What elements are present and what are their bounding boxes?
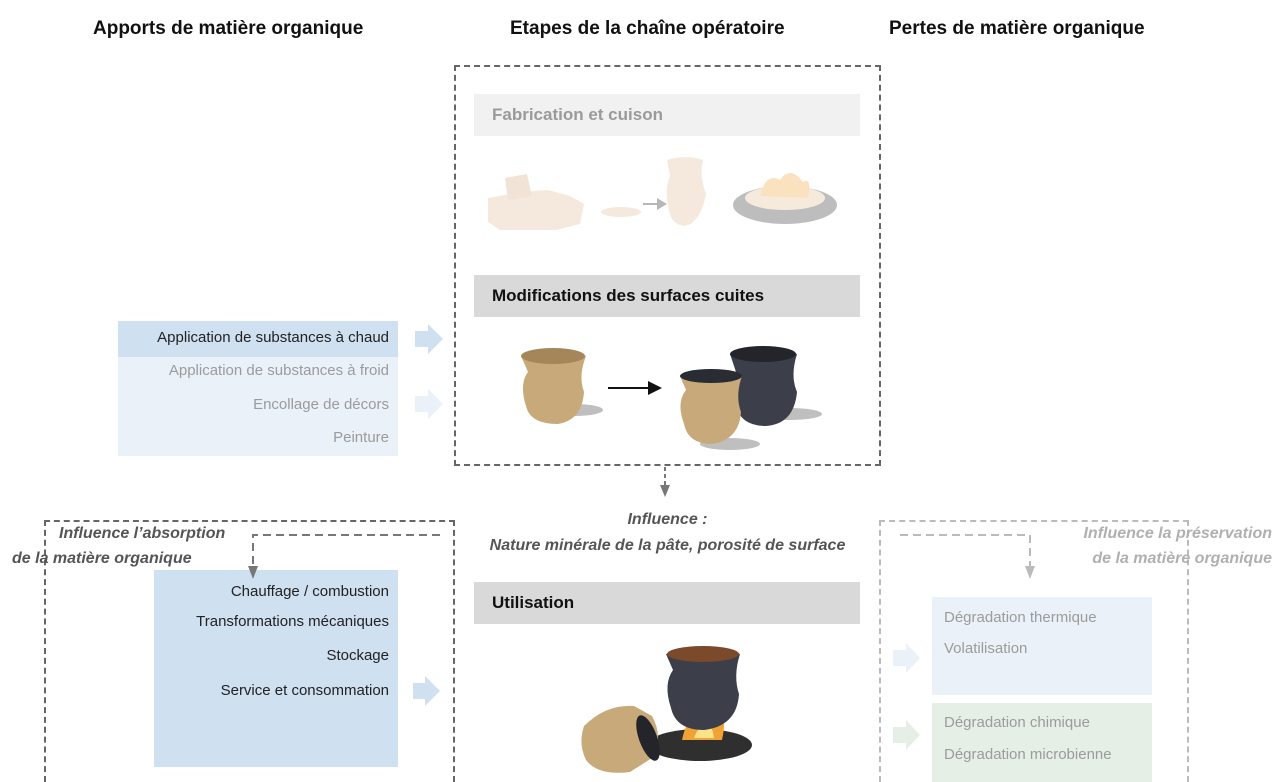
use-input-item: Chauffage / combustion bbox=[230, 583, 389, 600]
process-arrowhead-icon bbox=[657, 198, 667, 210]
use-input-item: Stockage bbox=[326, 647, 389, 664]
loss-chemical-panel bbox=[932, 703, 1152, 782]
tan-pot-rim bbox=[521, 348, 585, 364]
loss-thermal-panel bbox=[932, 597, 1152, 695]
tan-pot-dark-interior-icon bbox=[680, 371, 742, 444]
use-input-item: Transformations mécaniques bbox=[196, 613, 389, 630]
preservation-arrowhead-icon bbox=[1025, 566, 1035, 579]
fallen-pot-mouth bbox=[636, 715, 660, 761]
header-stages: Etapes de la chaîne opératoire bbox=[510, 18, 785, 39]
header-inputs: Apports de matière organique bbox=[93, 18, 364, 39]
influence-center-line2: Nature minérale de la pâte, porosité de … bbox=[489, 537, 846, 554]
raw-pot-icon bbox=[666, 157, 706, 226]
stage-use: Utilisation bbox=[474, 582, 860, 624]
arrow-cold-substances-icon bbox=[415, 389, 443, 419]
firing-pit-inner bbox=[745, 186, 825, 210]
center-arrowhead-icon bbox=[660, 485, 670, 497]
arrow-thermal-loss-icon bbox=[893, 643, 920, 673]
flame-inner-icon bbox=[694, 727, 714, 738]
surface-input-item: Peinture bbox=[333, 429, 389, 446]
clay-block-icon bbox=[488, 190, 584, 230]
flame-icon bbox=[760, 172, 810, 198]
influence-center-line1: Influence : bbox=[627, 511, 708, 528]
modification-arrowhead-icon bbox=[648, 381, 662, 395]
surface-input-item: Application de substances à chaud bbox=[157, 329, 389, 346]
tan-pot-icon bbox=[521, 350, 586, 424]
clay-lump-icon bbox=[505, 174, 532, 200]
loss-item: Dégradation microbienne bbox=[944, 746, 1112, 763]
arrow-chemical-loss-icon bbox=[893, 720, 920, 750]
preservation-connector bbox=[900, 534, 1031, 566]
loss-item: Dégradation thermique bbox=[944, 609, 1097, 626]
cooking-pot-icon bbox=[666, 647, 740, 730]
influence-preservation-line1: Influence la préservation bbox=[1083, 525, 1272, 542]
header-losses: Pertes de matière organique bbox=[889, 18, 1145, 39]
losses-frame bbox=[879, 520, 1189, 782]
influence-absorption-line2: de la matière organique bbox=[12, 550, 192, 567]
influence-absorption-line1: Influence l’absorption bbox=[59, 525, 226, 542]
surface-input-item: Application de substances à froid bbox=[168, 362, 389, 379]
absorption-arrowhead-icon bbox=[248, 566, 258, 579]
tan-pot-dark-rim bbox=[680, 369, 742, 383]
surface-input-highlight bbox=[118, 321, 398, 357]
loss-item: Volatilisation bbox=[944, 640, 1028, 657]
arrow-hot-substances-icon bbox=[415, 324, 443, 354]
firestone-ring-icon bbox=[648, 729, 752, 761]
firing-pit-icon bbox=[733, 186, 837, 224]
clay-disc-icon bbox=[601, 207, 641, 217]
stage-frame bbox=[454, 65, 881, 466]
stage-manufacture: Fabrication et cuison bbox=[474, 94, 860, 136]
absorption-connector bbox=[252, 534, 440, 566]
influence-preservation-line2: de la matière organique bbox=[1092, 550, 1272, 567]
loss-item: Dégradation chimique bbox=[944, 714, 1090, 731]
manufacture-illustration bbox=[488, 157, 837, 230]
cooking-pot-contents bbox=[667, 646, 739, 662]
arrow-use-inputs-icon bbox=[413, 676, 440, 706]
surface-input-item: Encollage de décors bbox=[253, 396, 389, 413]
dark-pot-icon bbox=[730, 348, 797, 426]
dark-pot-rim bbox=[730, 346, 796, 362]
use-inputs-panel bbox=[154, 570, 398, 767]
use-inputs-frame bbox=[44, 520, 455, 782]
use-input-item: Service et consommation bbox=[220, 682, 389, 699]
stage-surface: Modifications des surfaces cuites bbox=[474, 275, 860, 317]
